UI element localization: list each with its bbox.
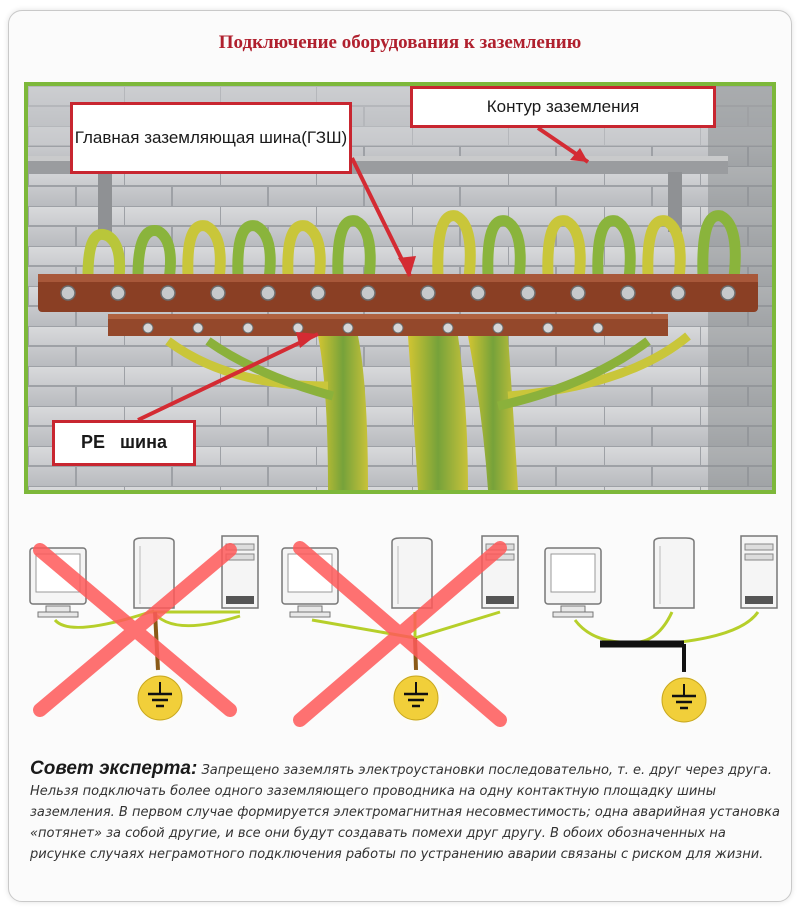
- wire-loops: [82, 210, 741, 287]
- page-title: Подключение оборудования к заземлению: [218, 32, 582, 53]
- pointer-line-pe-bus: [137, 332, 319, 422]
- ground-loop-label-text: Контур заземления: [486, 96, 640, 116]
- cross-mark: [33, 543, 237, 717]
- advice-heading: Совет эксперта:: [30, 758, 198, 779]
- scheme-series-grounding: [29, 535, 259, 730]
- ground-loop-label: Контур заземления: [410, 86, 716, 128]
- grounding-schemes-diagram: [0, 520, 800, 750]
- expert-advice: Совет эксперта: Запрещено заземлять элек…: [30, 758, 780, 865]
- wire-bundle: [165, 332, 691, 490]
- cross-mark: [293, 541, 507, 727]
- pe-bus-label-text: PE шина: [81, 432, 167, 453]
- main-copper-bus: [38, 274, 758, 312]
- pe-bus-label: PE шина: [52, 420, 196, 466]
- scheme-correct-grounding: [544, 535, 778, 732]
- main-bus-label-text: Главная заземляющая шина(ГЗШ): [74, 127, 348, 147]
- advice-text: Запрещено заземлять электроустановки пос…: [30, 763, 780, 862]
- scheme-shared-terminal: [281, 535, 519, 730]
- pointer-line-main-bus: [350, 157, 412, 277]
- main-bus-label: Главная заземляющая шина(ГЗШ): [70, 102, 352, 174]
